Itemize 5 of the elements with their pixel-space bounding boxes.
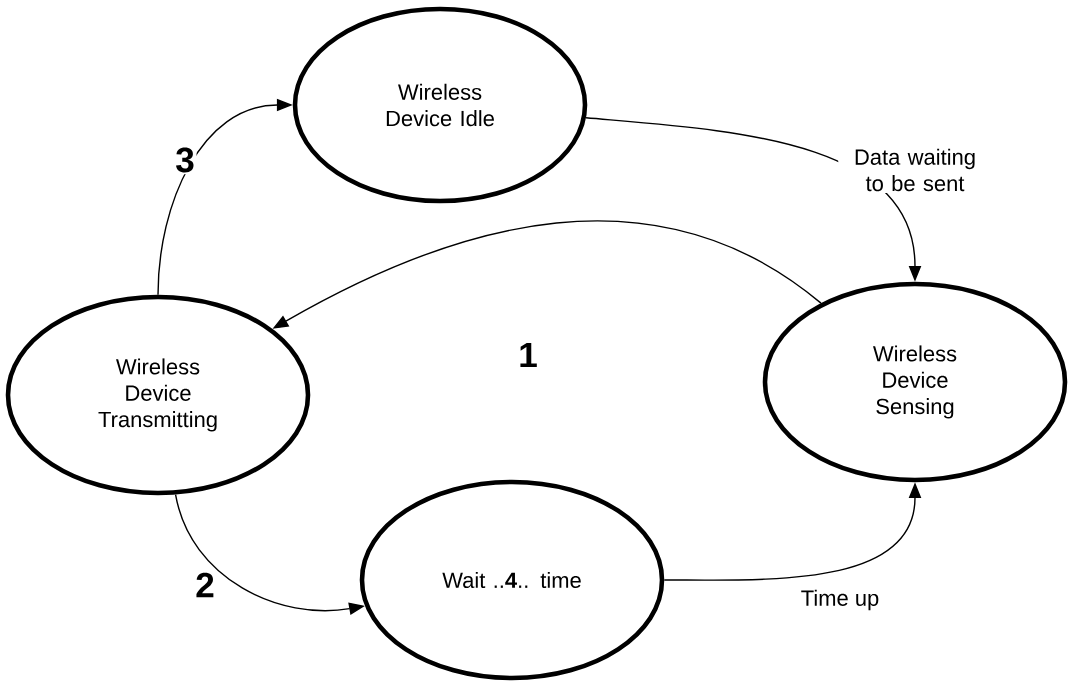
step-number: 2 [193, 570, 217, 599]
edge-label: Time up [799, 588, 881, 612]
edge-label: Data waiting to be sent [838, 147, 992, 193]
step-number: 1 [516, 341, 540, 369]
step-number: 3 [173, 145, 197, 175]
